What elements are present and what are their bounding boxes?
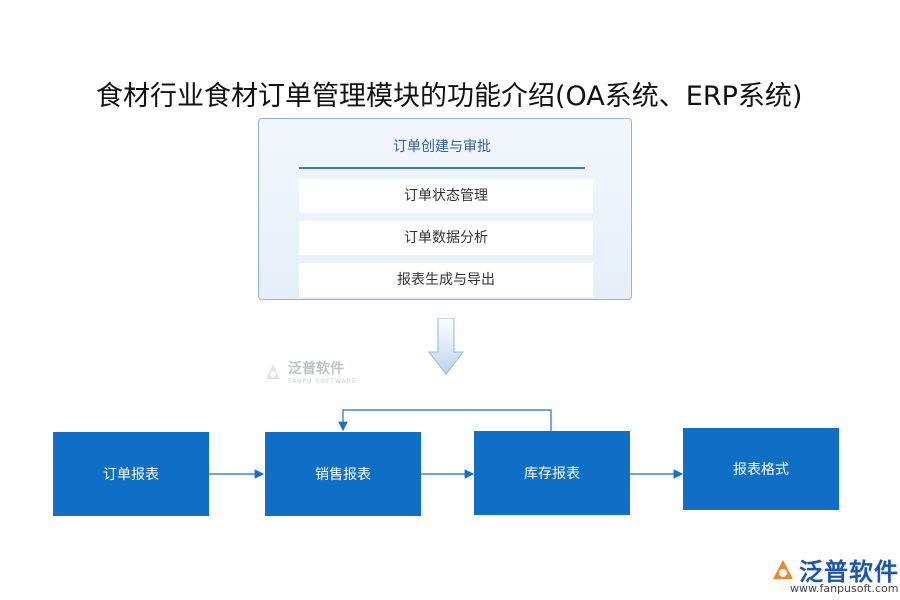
brand-logo-icon xyxy=(773,559,793,579)
watermark: 泛普软件 FANPU SOFTWARE xyxy=(262,358,357,385)
brand-url: www.fanpusoft.com xyxy=(790,582,899,595)
brand-logo-text: 泛普软件 xyxy=(799,558,899,586)
box-inventory-report: 库存报表 xyxy=(474,431,630,515)
function-panel: 订单创建与审批 订单状态管理 订单数据分析 报表生成与导出 xyxy=(258,118,632,300)
down-arrow-icon xyxy=(428,318,464,375)
box-sales-report: 销售报表 xyxy=(265,432,421,516)
watermark-en: FANPU SOFTWARE xyxy=(288,378,357,385)
panel-item-analysis: 订单数据分析 xyxy=(299,221,593,255)
watermark-cn: 泛普软件 xyxy=(288,361,344,377)
panel-item-status: 订单状态管理 xyxy=(299,179,593,213)
brand-logo: 泛普软件 xyxy=(770,552,899,587)
panel-item-export: 报表生成与导出 xyxy=(299,263,593,297)
arrow-inventory-feedback xyxy=(338,409,552,432)
diagram-title: 食材行业食材订单管理模块的功能介绍(OA系统、ERP系统) xyxy=(96,81,803,112)
panel-header: 订单创建与审批 xyxy=(299,135,585,169)
watermark-logo-icon xyxy=(266,363,280,379)
box-order-report: 订单报表 xyxy=(53,432,209,516)
box-report-format: 报表格式 xyxy=(683,428,839,510)
